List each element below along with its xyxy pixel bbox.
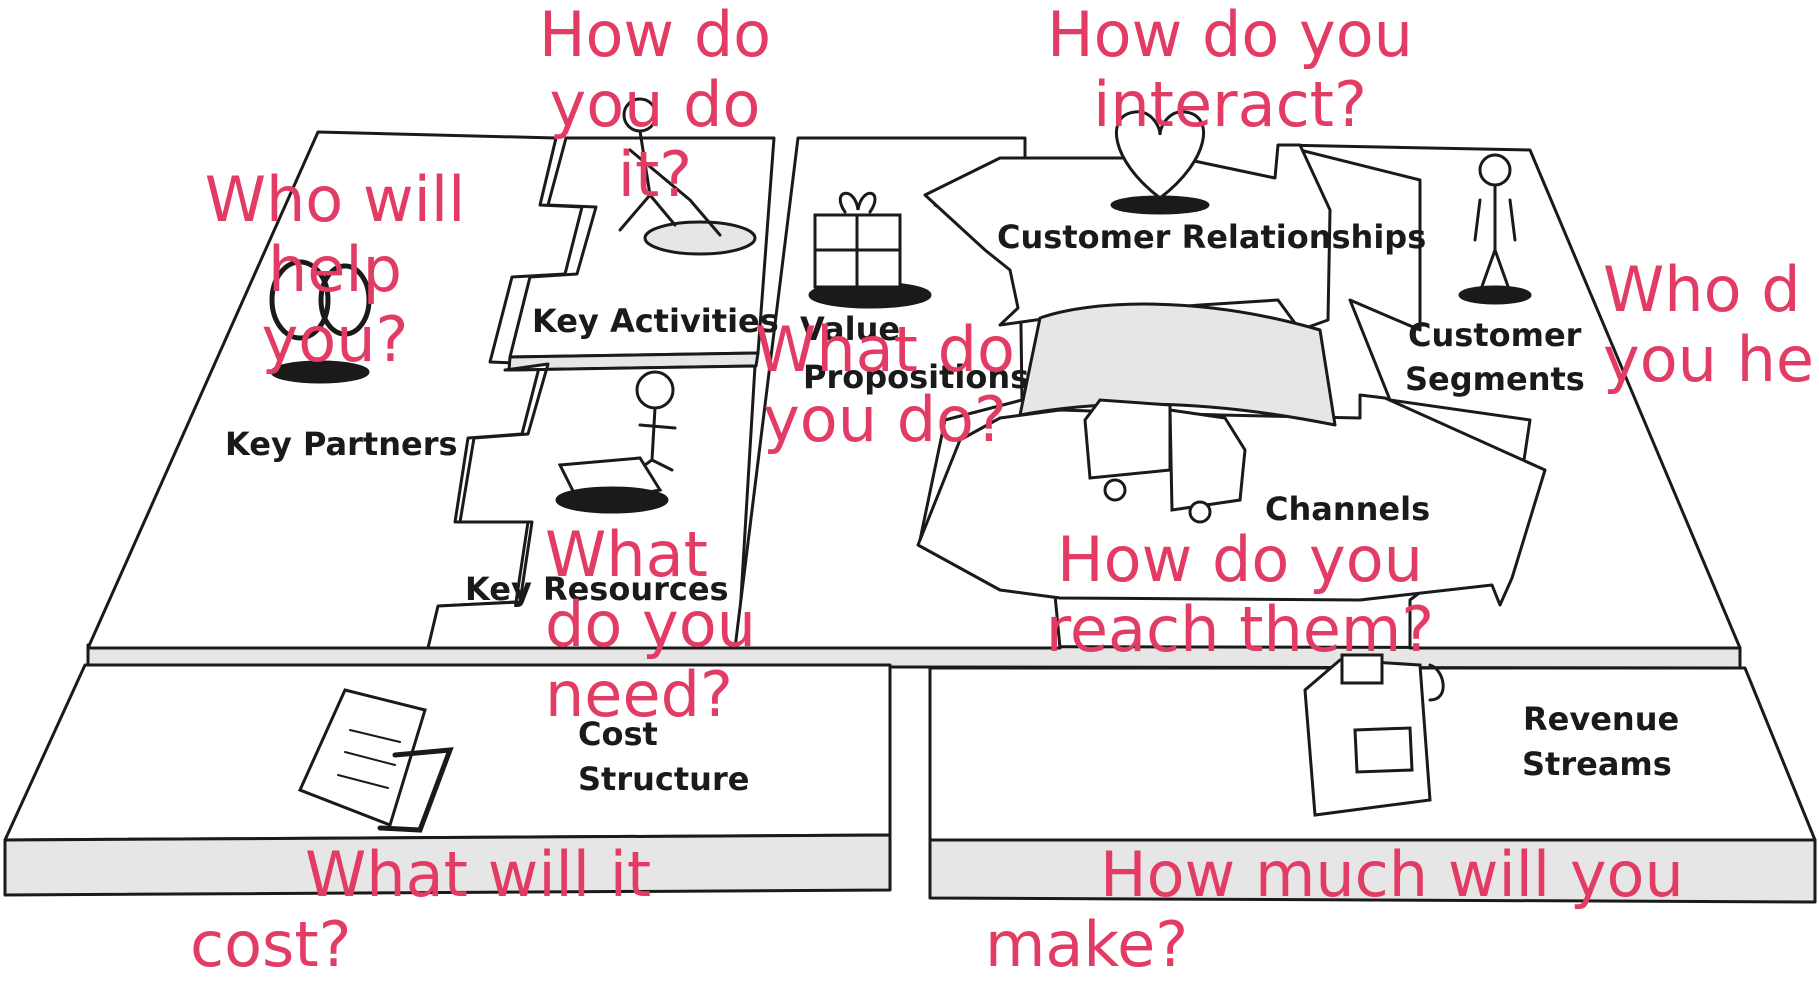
- question-line: What: [545, 518, 708, 591]
- question-line: How much will you: [1100, 838, 1684, 911]
- cost-structure-label-line1: Cost: [578, 715, 658, 753]
- question-line: you he: [1603, 323, 1815, 396]
- question-line: What do: [755, 313, 1015, 386]
- question-line: help: [267, 233, 403, 306]
- key-resources-label: Key Resources: [465, 570, 729, 608]
- question-line: Who will: [204, 163, 466, 236]
- key-partners-question: Who will help you?: [190, 165, 480, 375]
- key-activities-block: [508, 136, 776, 359]
- question-line: you do: [549, 68, 761, 141]
- cost-structure-edge: [3, 833, 892, 897]
- question-line: Who d: [1603, 253, 1801, 326]
- question-line: do you: [545, 588, 756, 661]
- digging-person-icon: [618, 97, 757, 256]
- gift-icon: [808, 191, 932, 309]
- question-line: How do: [538, 0, 772, 71]
- customer-relationships-question: How do you interact?: [1020, 0, 1440, 140]
- key-resources-question: What do you need?: [545, 520, 756, 730]
- question-line: How do you: [1057, 523, 1423, 596]
- truck-icon: [1083, 398, 1247, 524]
- customer-segments-label-line1: Customer: [1408, 316, 1582, 354]
- question-line: How do you: [1047, 0, 1413, 71]
- value-propositions-label-line2: Propositions: [803, 358, 1029, 396]
- customer-relationships-arrow: [923, 143, 1332, 332]
- cost-structure-question: What will it cost?: [190, 840, 651, 980]
- question-line: interact?: [1093, 68, 1367, 141]
- key-activities-label: Key Activities: [532, 302, 779, 340]
- key-partners-label: Key Partners: [225, 425, 458, 463]
- question-line: cost?: [190, 908, 352, 981]
- revenue-streams-label-line1: Revenue: [1523, 700, 1679, 738]
- revenue-streams-edge: [928, 838, 1817, 904]
- question-line: reach them?: [1045, 593, 1435, 666]
- question-line: you do?: [763, 383, 1007, 456]
- revenue-streams-question: How much will you make?: [985, 840, 1684, 980]
- key-activities-question: How do you do it?: [510, 0, 800, 210]
- customer-segments-label-line2: Segments: [1405, 360, 1585, 398]
- value-propositions-label-line1: Value: [800, 310, 900, 348]
- value-propositions-question: What do you do?: [735, 315, 1035, 455]
- cash-register-icon: [1303, 653, 1445, 817]
- heart-icon: [1110, 110, 1210, 215]
- question-line: need?: [545, 658, 733, 731]
- document-icon: [297, 688, 454, 833]
- question-line: you?: [261, 303, 409, 376]
- chain-link-icon: [269, 259, 372, 384]
- revenue-streams-label-line2: Streams: [1522, 745, 1672, 783]
- channels-label: Channels: [1265, 490, 1430, 528]
- customer-person-icon: [1458, 153, 1532, 305]
- resources-figure-icon: [555, 370, 677, 514]
- cost-structure-label-line2: Structure: [578, 760, 749, 798]
- center-ring: [1018, 302, 1337, 427]
- customer-segments-question: Who d you he: [1603, 255, 1814, 395]
- question-line: What will it: [305, 838, 652, 911]
- channels-question: How do you reach them?: [1030, 525, 1450, 665]
- customer-relationships-label: Customer Relationships: [997, 218, 1426, 256]
- question-line: it?: [617, 138, 693, 211]
- question-line: make?: [985, 908, 1189, 981]
